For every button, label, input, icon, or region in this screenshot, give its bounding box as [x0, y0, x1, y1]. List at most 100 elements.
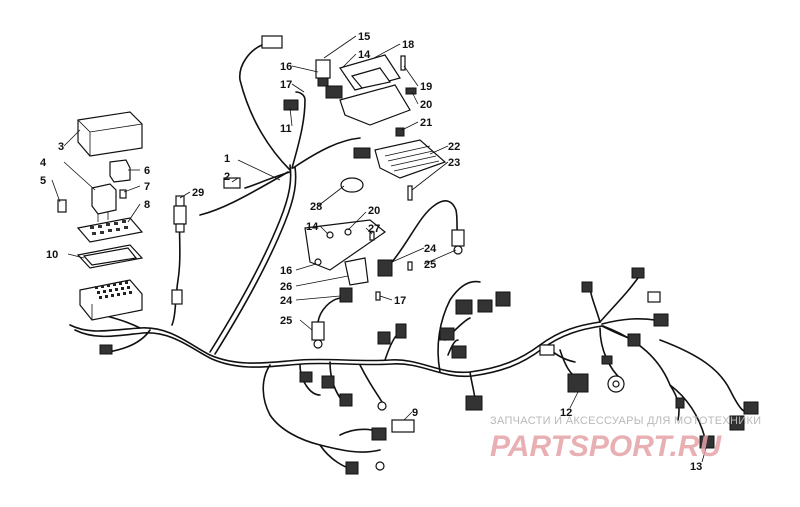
nut-16 — [314, 258, 322, 266]
watermark: ЗАПЧАСТИ И АКСЕССУАРЫ ДЛЯ МОТОТЕХНИКИ PA… — [490, 415, 761, 463]
pickup-25-upper — [451, 229, 465, 255]
relay — [91, 183, 117, 222]
screw-17-lower — [375, 291, 381, 301]
callout-15: 15 — [358, 31, 370, 43]
fuse-panel-plate — [76, 217, 144, 243]
ring-terminal-bottom — [375, 461, 385, 471]
ecu-box — [325, 54, 411, 126]
callout-20-top: 20 — [420, 99, 432, 111]
callout-17-top: 17 — [280, 79, 292, 91]
connector-13 — [699, 435, 715, 449]
mount-bracket — [304, 219, 387, 286]
clip-28 — [340, 177, 364, 193]
callout-18: 18 — [402, 39, 414, 51]
connector-bottom — [345, 461, 359, 475]
connector-r1 — [455, 299, 473, 315]
connector-lower-c — [339, 393, 353, 407]
callout-13: 13 — [690, 461, 702, 473]
small-fuse — [119, 189, 127, 199]
connector-r5 — [451, 345, 467, 359]
callout-21: 21 — [420, 117, 432, 129]
fuse-box-cover — [77, 111, 143, 157]
connector-r8 — [631, 267, 645, 279]
connector-r6 — [465, 395, 483, 411]
callout-3: 3 — [58, 141, 64, 153]
callout-14-top: 14 — [358, 49, 371, 61]
callout-25-upper: 25 — [424, 259, 436, 271]
connector-r7 — [581, 281, 593, 293]
connector-r10 — [653, 313, 669, 327]
junction-12 — [567, 373, 625, 393]
sensor-29 — [171, 195, 187, 305]
ring-terminal — [377, 401, 387, 411]
callout-26: 26 — [280, 281, 292, 293]
callout-5: 5 — [40, 175, 46, 187]
connector-r13 — [601, 355, 613, 365]
connector-lower-a — [299, 371, 313, 383]
callout-14-mid: 14 — [306, 221, 319, 233]
fuse — [57, 199, 67, 213]
grommet-21 — [395, 127, 405, 137]
callout-23: 23 — [448, 157, 460, 169]
sensor-24-upper — [377, 259, 393, 277]
callout-4: 4 — [40, 157, 47, 169]
connector-r15 — [743, 401, 759, 415]
bolt-23 — [407, 185, 413, 201]
leader-lines — [51, 35, 707, 463]
connector-r12 — [539, 344, 555, 356]
callout-12: 12 — [560, 407, 572, 419]
connector-15 — [315, 59, 331, 87]
nut-20 — [344, 228, 352, 236]
callout-7: 7 — [144, 181, 150, 193]
screw-27 — [369, 231, 375, 241]
connector-r16 — [729, 415, 745, 431]
connector-r3 — [495, 291, 511, 307]
mini-relay — [109, 159, 131, 183]
connector-r14 — [675, 397, 685, 409]
connector-9 — [371, 419, 415, 441]
pickup-25-lower — [311, 321, 325, 349]
harness-plug-left — [99, 344, 113, 355]
screw-17-upper — [407, 261, 413, 271]
voltage-regulator — [353, 139, 447, 179]
bolt-19 — [400, 55, 406, 71]
callout-27: 27 — [368, 223, 380, 235]
connector-lower-b — [321, 375, 335, 389]
callout-25-lower: 25 — [280, 315, 292, 327]
connector-center — [377, 331, 391, 345]
connector-r9 — [647, 291, 661, 303]
callout-11: 11 — [280, 123, 292, 135]
callout-22: 22 — [448, 141, 460, 153]
callout-20-mid: 20 — [368, 205, 380, 217]
callout-10: 10 — [46, 249, 58, 261]
callout-24-upper: 24 — [424, 243, 437, 255]
callout-29: 29 — [192, 187, 204, 199]
connector-r4 — [439, 327, 455, 341]
callout-9: 9 — [412, 407, 418, 419]
watermark-logo: PARTSPORT.RU — [490, 430, 722, 463]
main-harness — [69, 44, 751, 471]
connector-2 — [223, 177, 241, 189]
callout-24-lower: 24 — [280, 295, 293, 307]
callout-17-mid: 17 — [394, 295, 406, 307]
callout-6: 6 — [144, 165, 150, 177]
top-connector — [261, 35, 283, 49]
grommet-20 — [405, 87, 417, 95]
connector-11 — [283, 99, 299, 111]
callout-16-top: 16 — [280, 61, 292, 73]
connector-r2 — [477, 299, 493, 313]
callout-28: 28 — [310, 201, 322, 213]
callout-1: 1 — [224, 153, 230, 165]
callout-16-mid: 16 — [280, 265, 292, 277]
connector-center-b — [395, 323, 407, 339]
fuse-block-base — [79, 279, 143, 321]
connector-r11 — [627, 333, 641, 347]
nut-14 — [326, 231, 334, 239]
gasket-frame — [76, 244, 144, 269]
sensor-24-lower — [339, 287, 353, 303]
callout-19: 19 — [420, 81, 432, 93]
callout-2: 2 — [224, 171, 230, 183]
watermark-caption: ЗАПЧАСТИ И АКСЕССУАРЫ ДЛЯ МОТОТЕХНИКИ — [490, 415, 761, 427]
